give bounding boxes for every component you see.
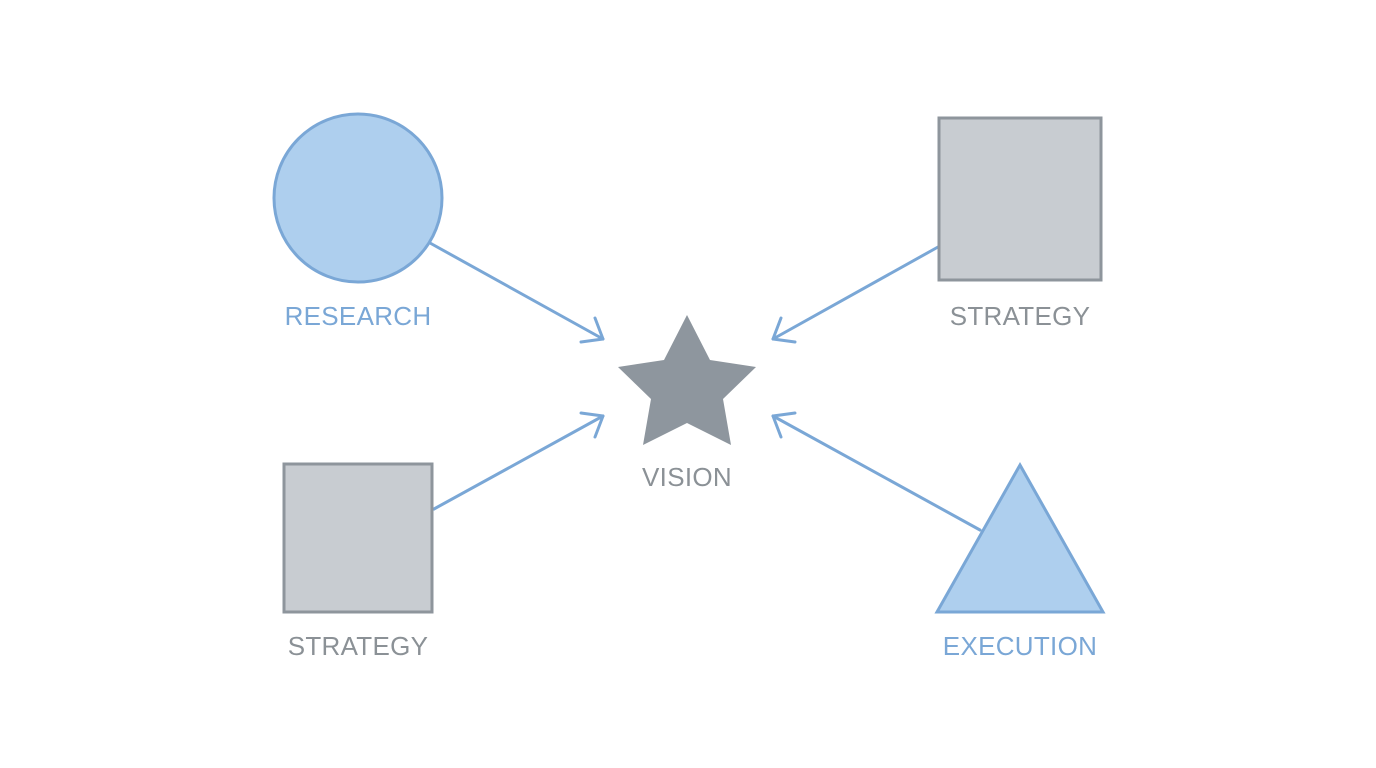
execution-triangle-icon [934, 461, 1106, 614]
arrow-research-to-vision [428, 241, 605, 344]
research-circle-icon [272, 112, 444, 284]
strategy-bottom-label: STRATEGY [288, 631, 429, 661]
arrow-strategy-top-to-vision [771, 245, 940, 344]
research-label: RESEARCH [285, 301, 432, 331]
strategy-top-square-icon [937, 116, 1103, 282]
arrow-execution-to-vision [771, 411, 982, 532]
arrow-strategy-bottom-to-vision [432, 411, 605, 511]
vision-label: VISION [642, 462, 732, 492]
vision-star-icon [618, 315, 756, 445]
strategy-bottom-square-icon [282, 462, 434, 614]
strategy-top-label: STRATEGY [950, 301, 1091, 331]
execution-label: EXECUTION [943, 631, 1097, 661]
